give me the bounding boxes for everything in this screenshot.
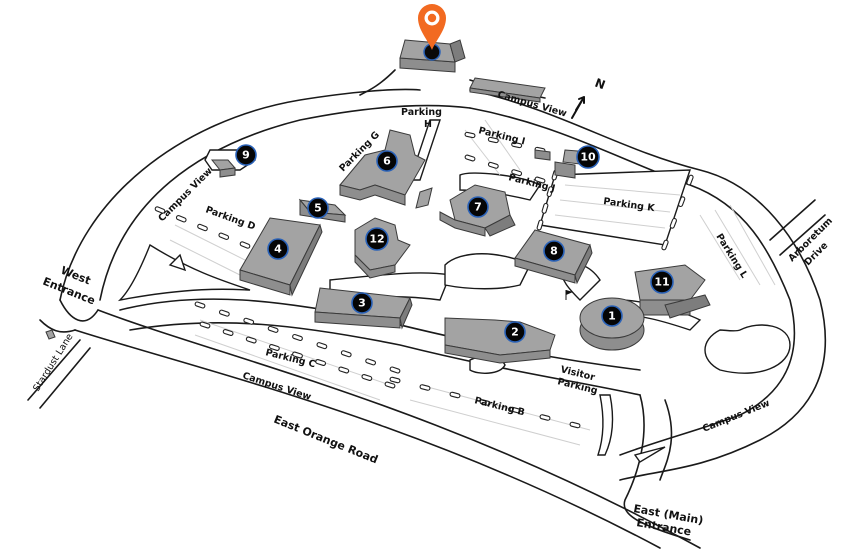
badge-9[interactable]: 9 [235, 144, 257, 166]
badge-10[interactable]: 10 [576, 145, 600, 169]
building-long-top [469, 77, 546, 103]
parking-divider [340, 350, 352, 358]
parking-divider [536, 219, 544, 231]
parking-dividers [154, 131, 694, 429]
parking-divider [292, 351, 303, 359]
badge-2[interactable]: 2 [504, 321, 526, 343]
badge-5[interactable]: 5 [307, 197, 329, 219]
parking-divider [541, 202, 549, 214]
parking-divider [194, 301, 206, 309]
parking-divider [661, 239, 669, 251]
parking-divider [539, 414, 551, 421]
parking-divider [316, 342, 328, 350]
badge-5-number: 5 [314, 202, 322, 215]
parking-divider [218, 232, 230, 240]
parking-divider [361, 374, 373, 381]
road-network [27, 69, 826, 549]
parking-divider [175, 215, 187, 223]
parking-divider [509, 406, 521, 414]
label-campus-view-south: Campus View [241, 370, 313, 403]
building-9[interactable] [210, 159, 236, 178]
parking-divider [678, 196, 686, 208]
label-parking-l: Parking L [713, 232, 749, 280]
parking-divider [449, 391, 461, 399]
parking-divider [218, 309, 230, 317]
map-pin-icon[interactable] [418, 4, 446, 61]
parking-divider [464, 154, 476, 162]
building-marked[interactable] [399, 39, 466, 73]
parking-divider [419, 384, 431, 391]
label-stardust-lane: Stardust Lane [31, 332, 75, 394]
north-arrow-icon [571, 96, 585, 119]
flag-icon [565, 290, 573, 300]
badge-7-number: 7 [474, 201, 482, 214]
building-11[interactable] [634, 264, 711, 319]
badge-9-number: 9 [242, 149, 250, 162]
label-parking-h-letter: H [424, 119, 432, 130]
badge-8-number: 8 [550, 245, 558, 258]
parking-divider [479, 399, 491, 406]
badge-11[interactable]: 11 [650, 270, 674, 294]
parking-divider [534, 176, 546, 184]
parking-divider [389, 376, 401, 384]
badge-6[interactable]: 6 [376, 150, 398, 172]
badge-1-number: 1 [608, 310, 616, 323]
parking-divider [239, 241, 251, 249]
label-parking-d: Parking D [204, 204, 257, 232]
parking-divider [511, 169, 523, 177]
badge-12[interactable]: 12 [365, 227, 389, 251]
parking-divider [546, 186, 554, 198]
badge-6-number: 6 [383, 155, 391, 168]
building-badges: 1 2 3 4 5 6 7 8 9 10 11 12 [235, 144, 674, 343]
parking-divider [338, 366, 350, 374]
label-parking-b: Parking B [473, 395, 526, 418]
parking-divider [487, 161, 499, 169]
parking-divider [389, 366, 401, 374]
parking-divider [365, 358, 377, 366]
label-east-orange-road: East Orange Road [272, 413, 380, 467]
badge-11-number: 11 [654, 276, 669, 289]
building-2[interactable] [444, 317, 556, 364]
parking-divider [669, 217, 677, 229]
parking-divider [245, 336, 257, 344]
parking-divider [199, 321, 211, 329]
parking-divider [268, 344, 280, 351]
parking-divider [267, 325, 279, 333]
parking-divider [464, 131, 476, 139]
compass: N [571, 76, 607, 119]
badge-10-number: 10 [580, 151, 596, 164]
badge-8[interactable]: 8 [543, 240, 565, 262]
badge-7[interactable]: 7 [467, 196, 489, 218]
badge-3[interactable]: 3 [351, 292, 373, 314]
parking-divider [154, 206, 166, 214]
badge-3-number: 3 [358, 297, 366, 310]
parking-divider [243, 317, 255, 325]
parking-divider [292, 334, 303, 341]
label-campus-view-east: Campus View [701, 398, 772, 435]
islands [117, 119, 791, 463]
parking-divider [315, 359, 327, 366]
label-parking-h: Parking [401, 107, 442, 118]
badge-4-number: 4 [274, 243, 282, 256]
badge-4[interactable]: 4 [267, 238, 289, 260]
badge-12-number: 12 [369, 233, 384, 246]
parking-divider [197, 223, 208, 232]
parking-divider [222, 329, 234, 336]
badge-2-number: 2 [511, 326, 519, 339]
badge-1[interactable]: 1 [601, 305, 623, 327]
parking-divider [384, 381, 396, 389]
compass-north-label: N [593, 76, 607, 93]
map-labels: Parking H Parking I Parking J Parking K … [31, 89, 835, 538]
parking-divider [569, 421, 581, 429]
parking-divider [686, 174, 694, 186]
parking-divider [487, 136, 499, 144]
parking-divider [511, 141, 523, 149]
